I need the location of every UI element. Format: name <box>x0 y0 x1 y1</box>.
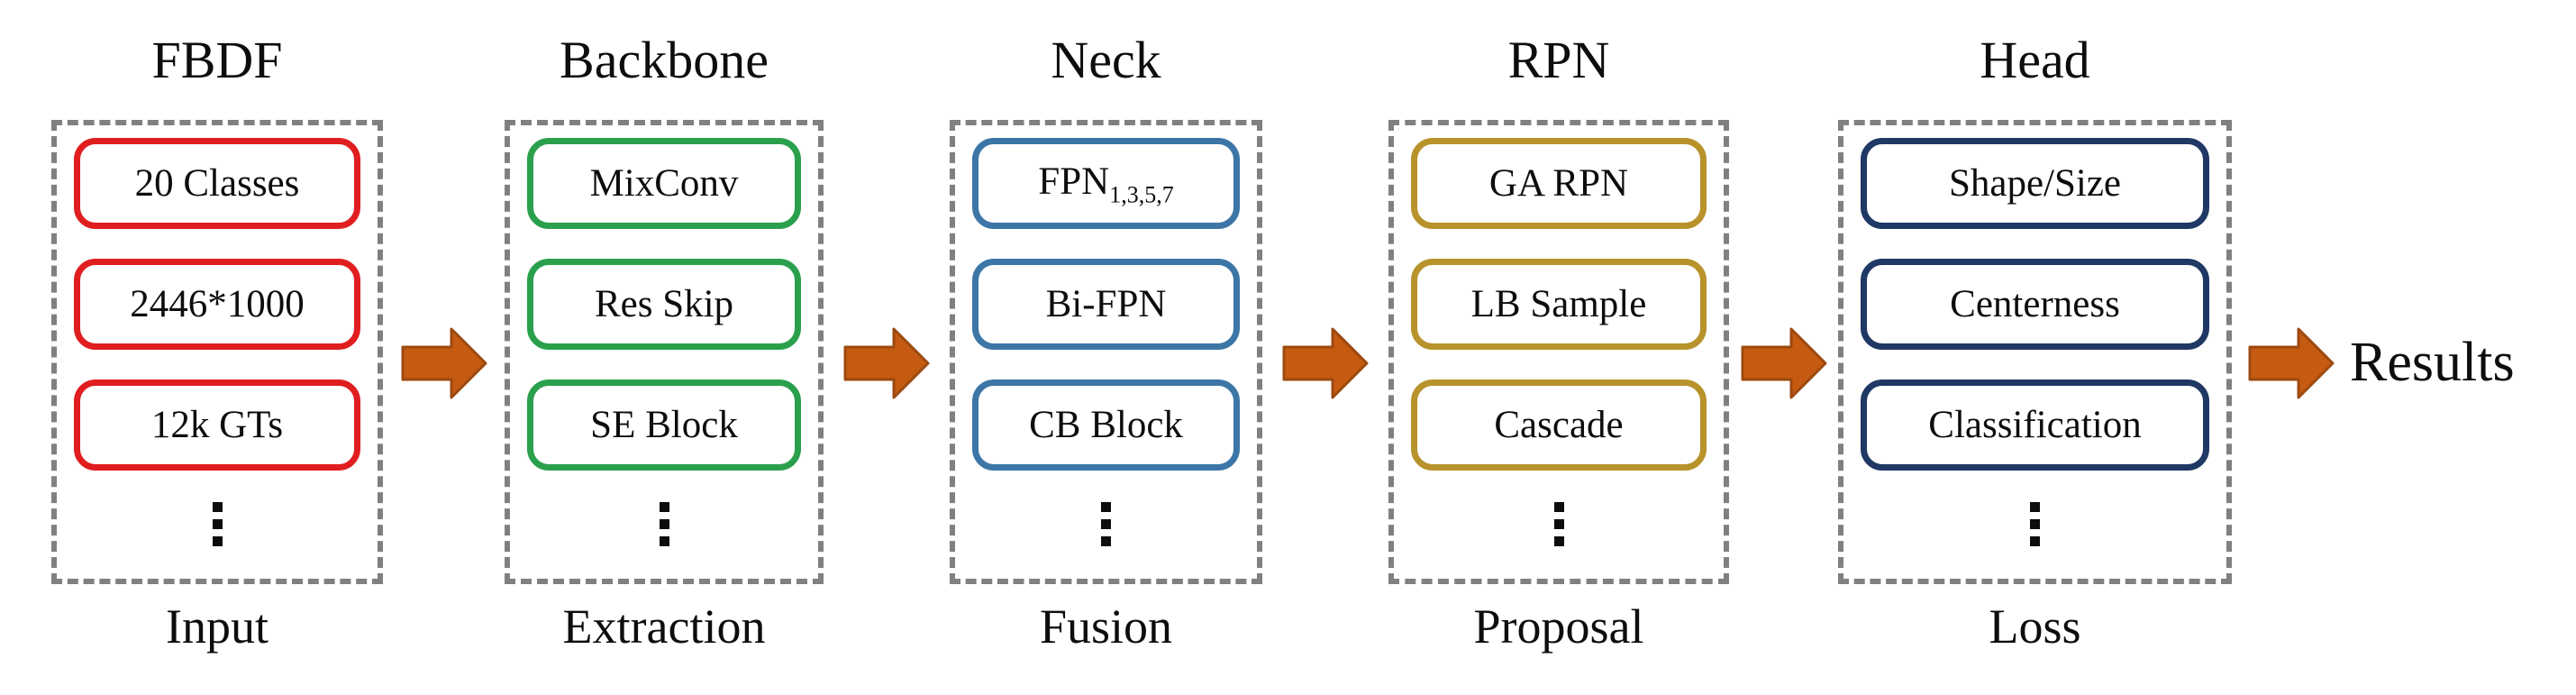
stage-item-label: CB Block <box>1029 404 1183 446</box>
stage-item-box: 2446*1000 <box>74 259 360 350</box>
stage-item-text: Res Skip <box>595 282 733 326</box>
stage-item-text: LB Sample <box>1471 282 1647 326</box>
stage-item-label: 2446*1000 <box>130 283 305 325</box>
stage-item-text: MixConv <box>590 161 739 206</box>
stage-item-box: GA RPN <box>1411 138 1707 229</box>
stage-item-label: Cascade <box>1494 404 1624 446</box>
results-label: Results <box>2350 332 2515 393</box>
stage-item-box: CB Block <box>972 380 1240 471</box>
stage-bottom-label: Extraction <box>562 599 766 654</box>
stage-item-box: Classification <box>1861 380 2209 471</box>
stage-dashed-box: Shape/Size Centerness Classification <box>1838 120 2232 584</box>
stage-item-subscript: 1,3,5,7 <box>1109 181 1174 208</box>
stage-item-box: Bi-FPN <box>972 259 1240 350</box>
stage-title: Backbone <box>560 31 769 89</box>
flow-arrow-icon <box>401 327 487 399</box>
stage-title: Head <box>1980 31 2090 89</box>
stage-item-text: 12k GTs <box>151 403 283 447</box>
ellipsis-dot <box>2030 502 2040 512</box>
arrow-cell <box>2232 0 2350 401</box>
vertical-ellipsis-icon <box>1861 502 2209 546</box>
ellipsis-dot <box>212 519 223 529</box>
stage-item-label: FPN <box>1038 160 1110 204</box>
stage-item-label: Bi-FPN <box>1045 283 1167 325</box>
stage-item-label: GA RPN <box>1488 162 1629 205</box>
stage-dashed-box: FPN1,3,5,7 Bi-FPN CB Block <box>950 120 1262 584</box>
stage-bottom-label: Fusion <box>1039 599 1173 654</box>
stage-item-label: 12k GTs <box>150 404 284 446</box>
ellipsis-dot <box>1553 519 1564 529</box>
stage-item-box: SE Block <box>527 380 801 471</box>
vertical-ellipsis-icon <box>1411 502 1707 546</box>
pipeline-stage-rpn: RPN GA RPN LB Sample Cascade Proposal <box>1388 0 1729 654</box>
stage-item-text: Cascade <box>1494 403 1623 447</box>
stage-bottom-label: Loss <box>1989 599 2081 654</box>
stage-item-text: 20 Classes <box>135 161 300 206</box>
stage-item-box: Res Skip <box>527 259 801 350</box>
vertical-ellipsis-icon <box>527 502 801 546</box>
flow-arrow-icon <box>1741 327 1826 399</box>
vertical-ellipsis-icon <box>972 502 1240 546</box>
stage-item-text: GA RPN <box>1489 161 1628 206</box>
stage-item-box: 20 Classes <box>74 138 360 229</box>
arrow-cell <box>383 0 505 401</box>
pipeline-stage-neck: Neck FPN1,3,5,7 Bi-FPN CB Block Fusion <box>950 0 1262 654</box>
stage-bottom-label: Proposal <box>1473 599 1644 654</box>
ellipsis-dot <box>212 502 223 512</box>
stage-item-box: Cascade <box>1411 380 1707 471</box>
ellipsis-dot <box>2030 536 2040 546</box>
stage-item-box: MixConv <box>527 138 801 229</box>
vertical-ellipsis-icon <box>74 502 360 546</box>
stage-item-label: Centerness <box>1950 283 2120 325</box>
pipeline-stage-head: Head Shape/Size Centerness Classificatio… <box>1838 0 2232 654</box>
stage-item-box: Shape/Size <box>1861 138 2209 229</box>
stage-item-text: FPN1,3,5,7 <box>1038 160 1173 207</box>
stage-item-box: FPN1,3,5,7 <box>972 138 1240 229</box>
ellipsis-dot <box>212 536 223 546</box>
arrow-cell <box>824 0 950 401</box>
stage-item-label: Res Skip <box>594 283 734 325</box>
stage-title: RPN <box>1507 31 1610 89</box>
pipeline-stage-fbdf: FBDF 20 Classes 2446*1000 12k GTs Input <box>51 0 383 654</box>
ellipsis-dot <box>1553 536 1564 546</box>
stage-item-text: Shape/Size <box>1949 161 2121 206</box>
stage-item-label: 20 Classes <box>134 162 300 205</box>
arrow-cell <box>1729 0 1838 401</box>
pipeline-diagram: FBDF 20 Classes 2446*1000 12k GTs Input … <box>51 0 2515 654</box>
flow-arrow-icon <box>843 327 930 399</box>
ellipsis-dot <box>1101 502 1111 512</box>
ellipsis-dot <box>659 519 669 529</box>
stage-dashed-box: 20 Classes 2446*1000 12k GTs <box>51 120 383 584</box>
stage-item-label: MixConv <box>589 162 739 205</box>
stage-item-label: SE Block <box>590 404 738 446</box>
stage-item-text: 2446*1000 <box>130 282 305 326</box>
stage-item-box: LB Sample <box>1411 259 1707 350</box>
flow-arrow-icon <box>1282 327 1369 399</box>
stage-item-text: Bi-FPN <box>1046 282 1167 326</box>
stage-dashed-box: MixConv Res Skip SE Block <box>505 120 824 584</box>
ellipsis-dot <box>1553 502 1564 512</box>
stage-item-text: SE Block <box>590 403 738 447</box>
ellipsis-dot <box>2030 519 2040 529</box>
stage-dashed-box: GA RPN LB Sample Cascade <box>1388 120 1729 584</box>
arrow-cell <box>1262 0 1388 401</box>
ellipsis-dot <box>659 502 669 512</box>
pipeline-stage-backbone: Backbone MixConv Res Skip SE Block Extra… <box>505 0 824 654</box>
stage-item-box: Centerness <box>1861 259 2209 350</box>
flow-arrow-icon <box>2248 327 2334 399</box>
stage-title: Neck <box>1051 31 1161 89</box>
stage-item-box: 12k GTs <box>74 380 360 471</box>
stage-title: FBDF <box>151 31 283 89</box>
stage-item-label: Classification <box>1928 404 2142 446</box>
stage-bottom-label: Input <box>166 599 269 654</box>
stage-item-label: Shape/Size <box>1948 162 2122 205</box>
ellipsis-dot <box>659 536 669 546</box>
ellipsis-dot <box>1101 519 1111 529</box>
ellipsis-dot <box>1101 536 1111 546</box>
stage-item-text: Classification <box>1928 403 2141 447</box>
stage-item-text: Centerness <box>1950 282 2120 326</box>
stage-item-label: LB Sample <box>1470 283 1647 325</box>
stage-item-text: CB Block <box>1029 403 1183 447</box>
